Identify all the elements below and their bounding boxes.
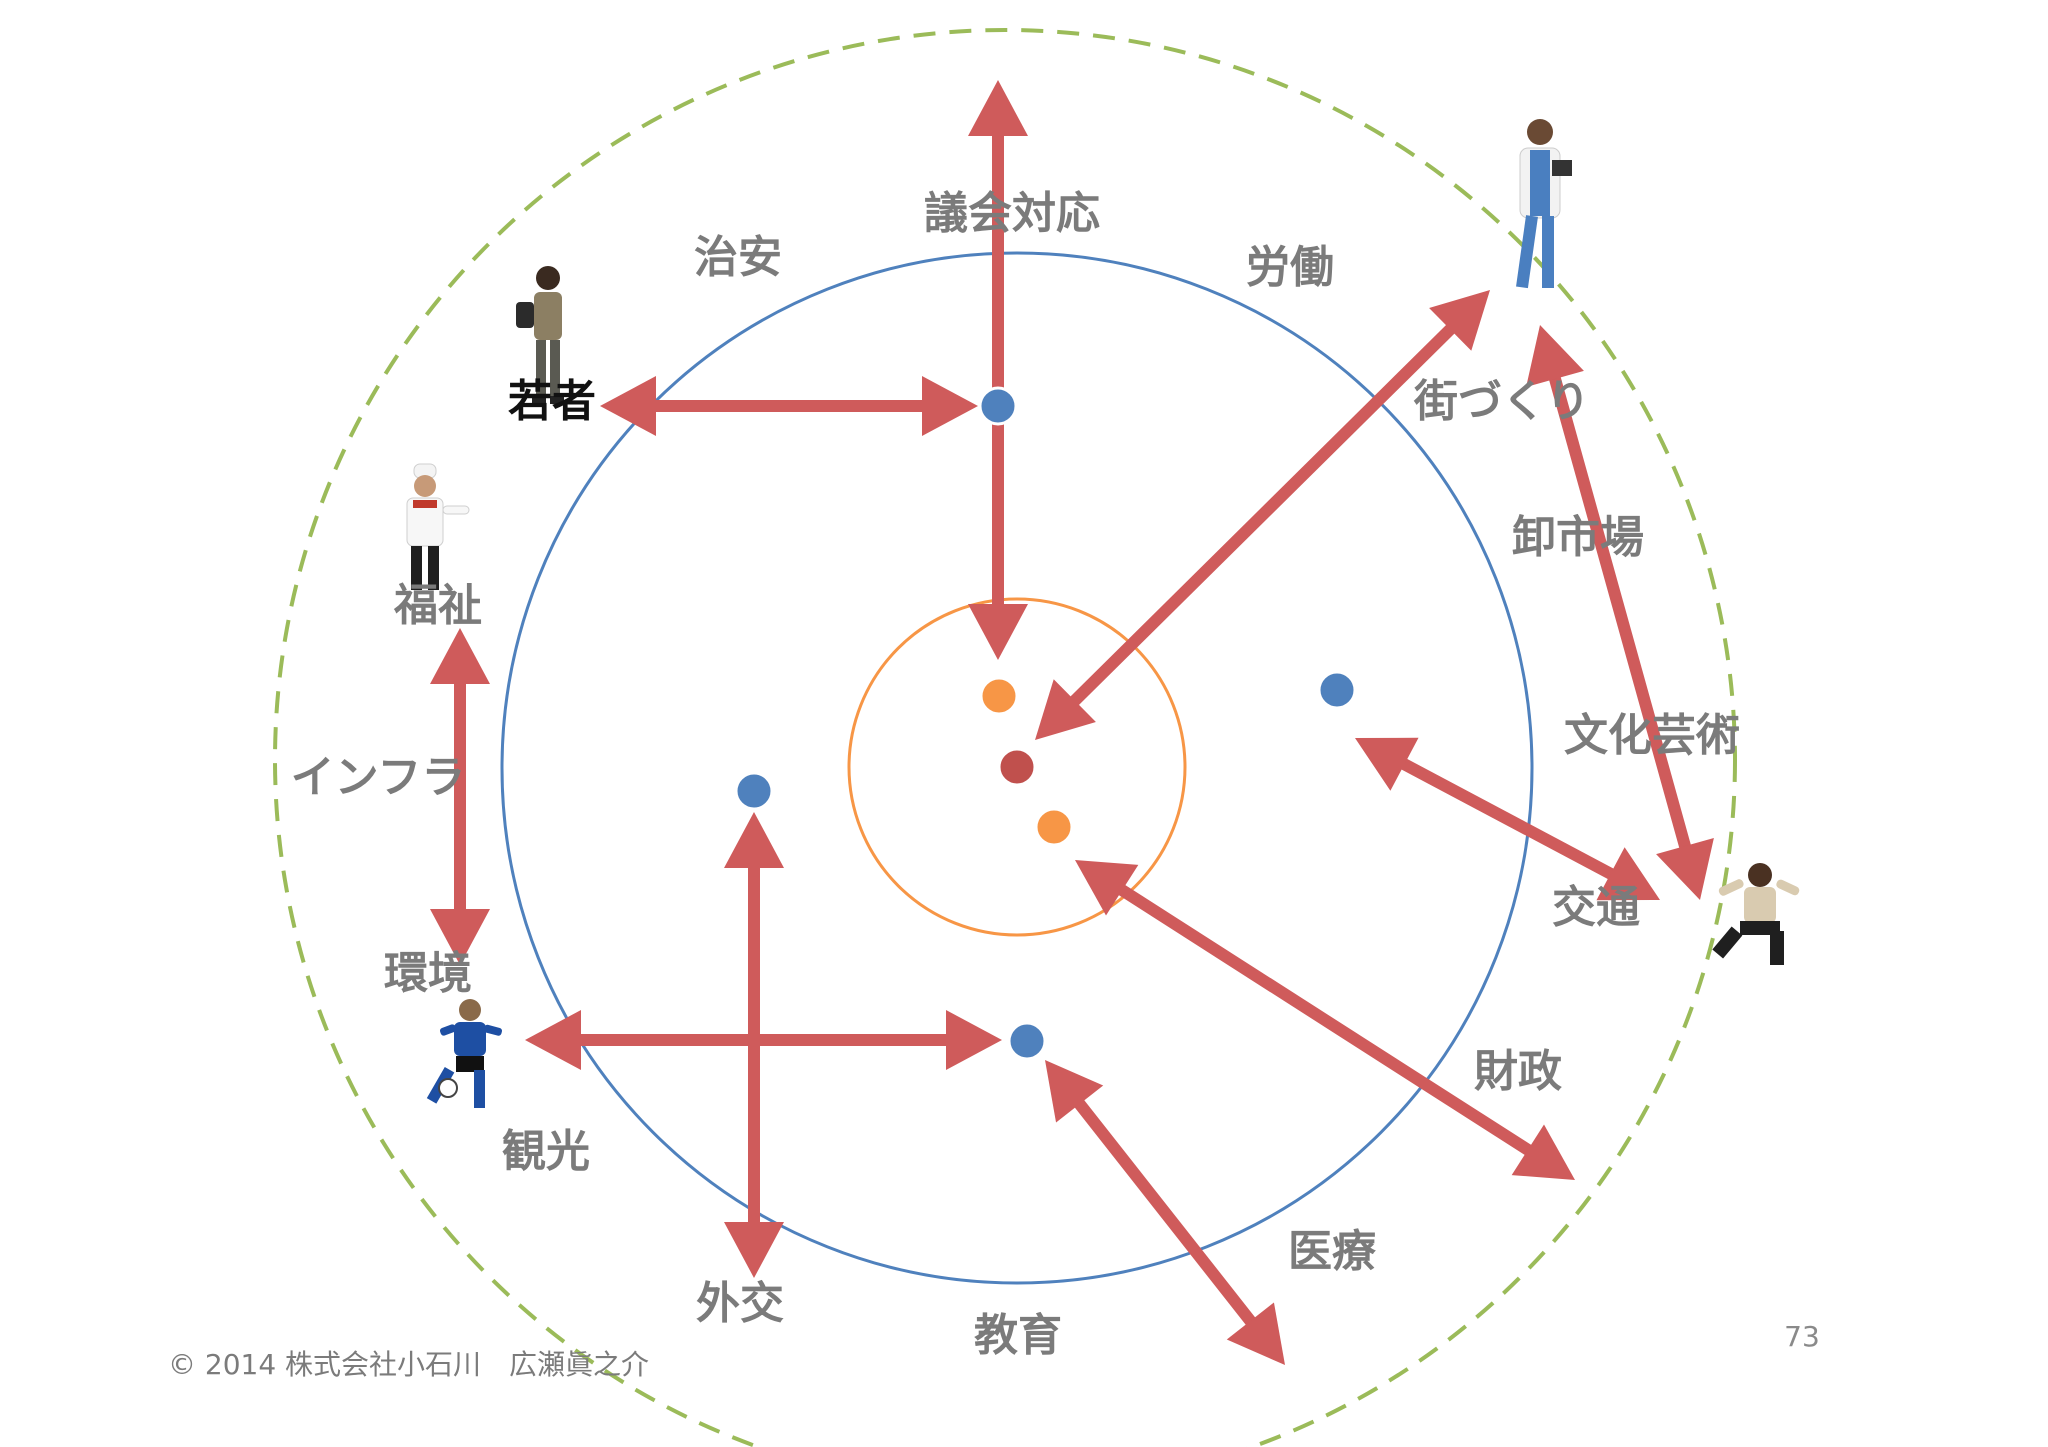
arrow-gaikou-head-start bbox=[724, 812, 784, 868]
arrow-kankou-right-head-end bbox=[946, 1010, 1002, 1070]
arrow-oroshi bbox=[1526, 325, 1714, 900]
arrow-koutsu-head-end bbox=[1596, 847, 1660, 901]
arrow-gikai-center-head-end bbox=[968, 604, 1028, 660]
chef-figure-icon bbox=[406, 463, 470, 590]
arrow-machizukuri-head-end bbox=[1035, 679, 1096, 740]
arrow-zaisei bbox=[1075, 860, 1575, 1180]
arrow-gikai-center bbox=[968, 406, 1028, 660]
arrows-layer bbox=[430, 80, 1714, 1365]
arrow-iryou-head-end bbox=[1226, 1302, 1285, 1365]
label-roudou: 労働 bbox=[1246, 242, 1334, 293]
soccer-player-figure-icon bbox=[426, 999, 503, 1108]
label-gaikou: 外交 bbox=[696, 1278, 784, 1329]
label-chian: 治安 bbox=[694, 232, 782, 283]
page-number: 73 bbox=[1784, 1320, 1820, 1353]
label-fukushi: 福祉 bbox=[393, 580, 482, 631]
arrow-wakamono-head-start bbox=[600, 376, 656, 436]
node-center bbox=[997, 747, 1037, 787]
node-center-top bbox=[979, 676, 1019, 716]
arrow-gikai-top bbox=[968, 80, 1028, 406]
arrow-kankou-head-start bbox=[525, 1010, 581, 1070]
arrow-fukushi-kankyou-head-start bbox=[430, 628, 490, 684]
doctor-figure-icon bbox=[1516, 119, 1572, 289]
arrow-iryou-shaft bbox=[1065, 1087, 1265, 1338]
arrow-zaisei-head-start bbox=[1075, 860, 1139, 916]
label-kankyou: 環境 bbox=[384, 948, 472, 999]
label-bunka: 文化芸術 bbox=[1564, 710, 1740, 761]
label-gikai: 議会対応 bbox=[924, 188, 1100, 239]
arrow-kankou bbox=[525, 1010, 735, 1070]
outer-ring bbox=[273, 28, 1737, 1447]
arrow-koutsu-head-start bbox=[1355, 737, 1419, 791]
arrow-machizukuri bbox=[1035, 290, 1490, 740]
label-infura: インフラ bbox=[291, 752, 466, 803]
label-machizukuri: 街づくり bbox=[1413, 376, 1590, 427]
node-left bbox=[734, 771, 774, 811]
young-woman-figure-icon bbox=[516, 266, 564, 404]
arrow-iryou-head-start bbox=[1045, 1060, 1104, 1123]
label-koutsu: 交通 bbox=[1552, 882, 1640, 933]
arrow-machizukuri-shaft bbox=[1059, 313, 1466, 717]
arrow-wakamono-head-end bbox=[922, 376, 978, 436]
node-right bbox=[1317, 670, 1357, 710]
arrow-gikai-top-head-end bbox=[968, 80, 1028, 136]
label-kankou: 観光 bbox=[502, 1126, 590, 1177]
arrow-wakamono bbox=[600, 376, 978, 436]
node-gikai bbox=[978, 386, 1018, 426]
inner-ring bbox=[847, 597, 1187, 937]
arrow-gaikou bbox=[724, 812, 784, 1278]
arrow-koutsu-shaft bbox=[1387, 751, 1628, 887]
arrow-koutsu bbox=[1355, 737, 1660, 901]
node-bottom bbox=[1007, 1021, 1047, 1061]
arrow-oroshi-shaft bbox=[1544, 361, 1696, 864]
jumping-man-figure-icon bbox=[1712, 863, 1800, 965]
arrow-machizukuri-head-start bbox=[1429, 290, 1490, 351]
arrow-oroshi-head-start bbox=[1526, 325, 1584, 387]
arrow-gaikou-head-end bbox=[724, 1222, 784, 1278]
label-oroshi: 卸市場 bbox=[1512, 512, 1644, 563]
node-center-bottom bbox=[1034, 807, 1074, 847]
label-iryou: 医療 bbox=[1288, 1226, 1376, 1277]
arrow-iryou bbox=[1045, 1060, 1285, 1365]
arrow-zaisei-head-end bbox=[1511, 1124, 1575, 1180]
arrow-oroshi-head-end bbox=[1656, 838, 1714, 900]
arrow-fukushi-kankyou bbox=[430, 628, 490, 965]
arrow-kankou-right bbox=[735, 1010, 1002, 1070]
middle-ring bbox=[500, 251, 1534, 1285]
label-kyouiku: 教育 bbox=[974, 1310, 1062, 1361]
arrow-zaisei-shaft bbox=[1105, 876, 1545, 1164]
footer-copyright: © 2014 株式会社小石川 広瀬眞之介 bbox=[168, 1348, 649, 1381]
label-zaisei: 財政 bbox=[1474, 1046, 1562, 1097]
arrow-fukushi-kankyou-head-end bbox=[430, 909, 490, 965]
label-wakamono: 若者 bbox=[508, 376, 596, 427]
